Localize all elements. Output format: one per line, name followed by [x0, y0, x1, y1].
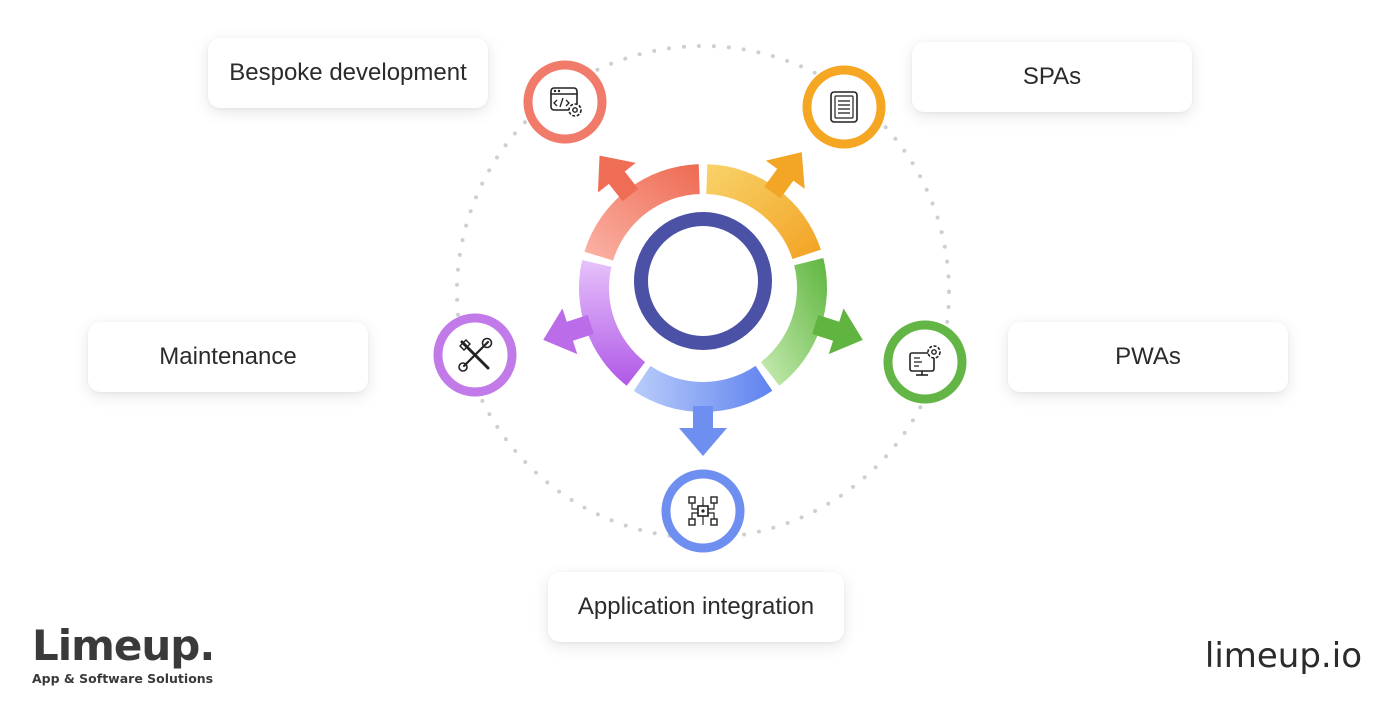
arrow-bespoke [597, 155, 639, 202]
node-appint [661, 469, 745, 553]
node-spas [802, 65, 886, 149]
ring-segment-appint [633, 365, 773, 413]
arrow-pwas [812, 308, 863, 355]
document-icon [830, 91, 858, 123]
ring-segment-spas [706, 164, 821, 259]
arrow-maint [543, 308, 594, 355]
node-bespoke [523, 60, 607, 144]
arrow-spas [764, 152, 805, 199]
arrow-appint [679, 406, 727, 456]
label-pwas: PWAs [1115, 343, 1181, 370]
node-pwas [883, 320, 967, 404]
code-settings-icon [550, 87, 582, 117]
label-card-pwas: PWAs [1008, 322, 1288, 392]
ring-segment-bespoke [584, 164, 700, 261]
site-url: limeup.io [1204, 636, 1362, 676]
label-bespoke-development: Bespoke development [229, 59, 467, 86]
ring-segment-maint [579, 260, 646, 386]
logo-wordmark: Limeup. [32, 621, 215, 670]
label-card-spas: SPAs [912, 42, 1192, 112]
circuit-chip-icon [688, 496, 718, 526]
node-maint [433, 313, 517, 397]
ring-segment-pwas [760, 258, 827, 386]
label-maintenance: Maintenance [159, 343, 297, 370]
limeup-logo: Limeup. App & Software Solutions [32, 621, 215, 687]
label-application-integration: Application integration [577, 593, 815, 620]
logo-tagline: App & Software Solutions [32, 671, 214, 686]
orbit-dotted-ring [455, 44, 951, 540]
label-card-application-integration: Application integration [548, 572, 844, 642]
node-ring-bespoke [523, 60, 607, 144]
monitor-gear-icon [909, 345, 941, 376]
label-card-bespoke-development: Bespoke development [208, 38, 488, 108]
label-spas: SPAs [1022, 63, 1082, 90]
center-ring [634, 212, 772, 350]
node-ring-pwas [883, 320, 967, 404]
wrench-screwdriver-icon [458, 337, 493, 372]
label-card-maintenance: Maintenance [88, 322, 368, 392]
node-ring-spas [802, 65, 886, 149]
